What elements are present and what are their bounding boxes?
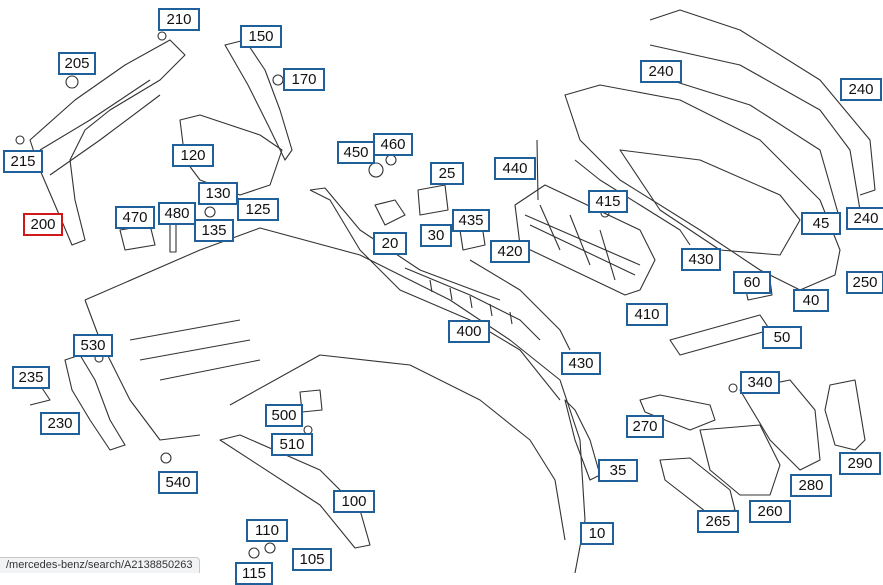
callout-170[interactable]: 170 (283, 68, 325, 91)
cable-430-drawing (469, 159, 691, 351)
callout-450[interactable]: 450 (337, 141, 375, 164)
callout-120[interactable]: 120 (172, 144, 214, 167)
callout-480[interactable]: 480 (158, 202, 196, 225)
callout-260[interactable]: 260 (749, 500, 791, 523)
callout-420[interactable]: 420 (490, 240, 530, 263)
callout-470[interactable]: 470 (115, 206, 155, 229)
callout-280[interactable]: 280 (790, 474, 832, 497)
callout-270[interactable]: 270 (626, 415, 664, 438)
callout-115[interactable]: 115 (235, 562, 273, 585)
callout-40[interactable]: 40 (793, 289, 829, 312)
callout-240-c[interactable]: 240 (846, 207, 883, 230)
callout-540[interactable]: 540 (158, 471, 198, 494)
callout-100[interactable]: 100 (333, 490, 375, 513)
callout-440[interactable]: 440 (494, 157, 536, 180)
callout-430-b[interactable]: 430 (561, 352, 601, 375)
callout-210[interactable]: 210 (158, 8, 200, 31)
callout-105[interactable]: 105 (292, 548, 332, 571)
callout-250[interactable]: 250 (846, 271, 883, 294)
callout-240-b[interactable]: 240 (840, 78, 882, 101)
callout-45[interactable]: 45 (801, 212, 841, 235)
callout-510[interactable]: 510 (271, 433, 313, 456)
callout-415[interactable]: 415 (588, 190, 628, 213)
callout-130[interactable]: 130 (198, 182, 238, 205)
lower-parts-drawing (64, 314, 866, 549)
callout-200[interactable]: 200 (23, 213, 63, 236)
callout-215[interactable]: 215 (3, 150, 43, 173)
diffuser-drawing (564, 9, 876, 291)
callout-50[interactable]: 50 (762, 326, 802, 349)
callout-10[interactable]: 10 (580, 522, 614, 545)
callout-30[interactable]: 30 (420, 224, 452, 247)
callout-240-a[interactable]: 240 (640, 60, 682, 83)
callout-460[interactable]: 460 (373, 133, 413, 156)
bracket-150-drawing (224, 39, 293, 161)
callout-290[interactable]: 290 (839, 452, 881, 475)
fasteners-drawing (15, 31, 773, 559)
callout-20[interactable]: 20 (373, 232, 407, 255)
callout-340[interactable]: 340 (740, 371, 780, 394)
callout-530[interactable]: 530 (73, 334, 113, 357)
wire-harness-400-drawing (404, 267, 541, 341)
callout-25[interactable]: 25 (430, 162, 464, 185)
callout-60[interactable]: 60 (733, 271, 771, 294)
callout-35[interactable]: 35 (598, 459, 638, 482)
callout-265[interactable]: 265 (697, 510, 739, 533)
callout-400[interactable]: 400 (448, 320, 490, 343)
callout-110[interactable]: 110 (246, 519, 288, 542)
callout-430-a[interactable]: 430 (681, 248, 721, 271)
callout-500[interactable]: 500 (265, 404, 303, 427)
callout-125[interactable]: 125 (237, 198, 279, 221)
grille-410-drawing (514, 184, 656, 296)
callout-410[interactable]: 410 (626, 303, 668, 326)
status-bar-url: /mercedes-benz/search/A2138850263 (0, 557, 200, 573)
callout-205[interactable]: 205 (58, 52, 96, 75)
callout-135[interactable]: 135 (194, 219, 234, 242)
callout-235[interactable]: 235 (12, 366, 50, 389)
callout-230[interactable]: 230 (40, 412, 80, 435)
callout-435[interactable]: 435 (452, 209, 490, 232)
callout-150[interactable]: 150 (240, 25, 282, 48)
